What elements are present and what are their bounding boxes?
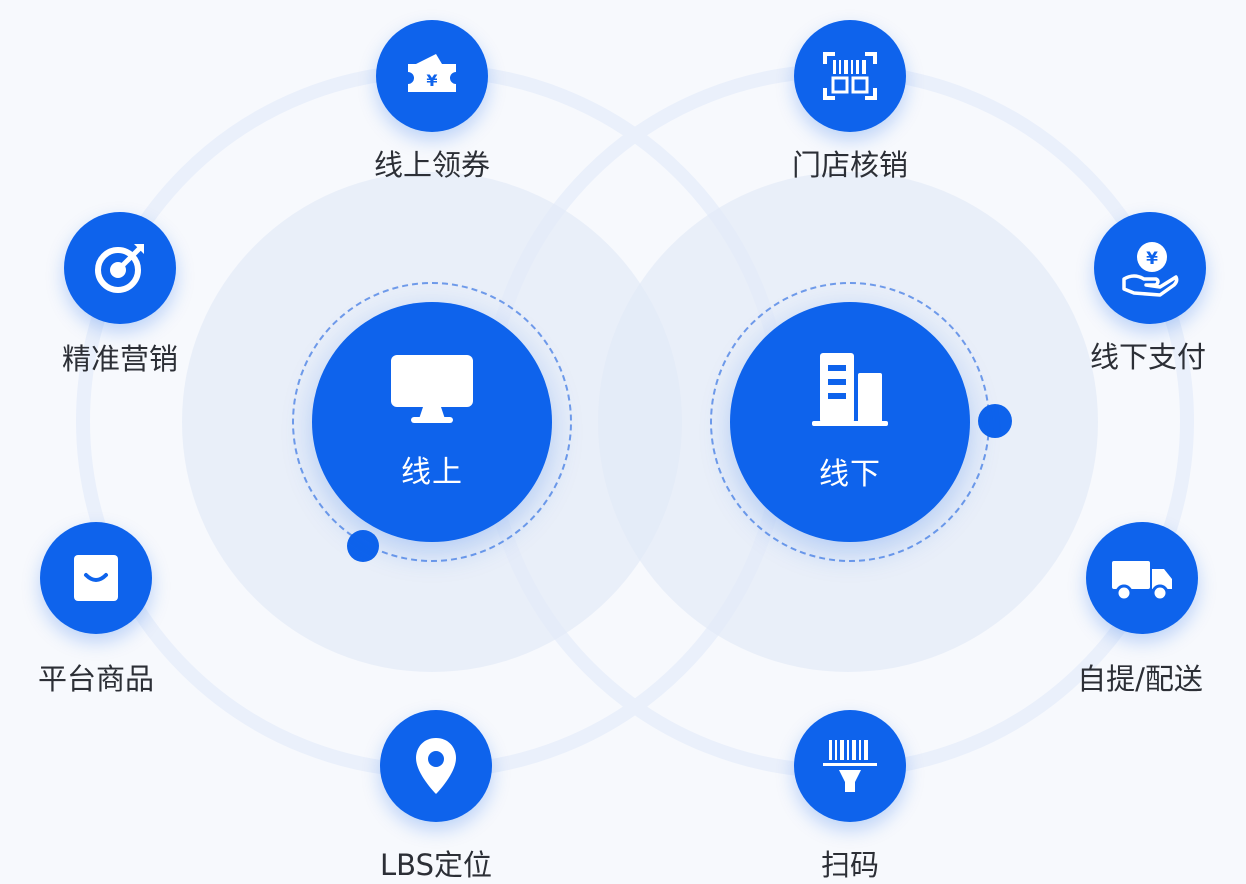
offline-pay-label: 线下支付 bbox=[1089, 340, 1207, 374]
offline-core: 线下 bbox=[730, 302, 970, 542]
shopping-bag-icon bbox=[70, 551, 122, 605]
lbs-label: LBS定位 bbox=[380, 848, 492, 882]
building-icon bbox=[810, 351, 890, 431]
delivery-label: 自提/配送 bbox=[1077, 662, 1203, 696]
products-node bbox=[40, 522, 152, 634]
barcode-scan-icon bbox=[821, 50, 879, 102]
store-verify-label: 门店核销 bbox=[791, 148, 909, 182]
products-label: 平台商品 bbox=[37, 662, 155, 696]
scan-label: 扫码 bbox=[820, 848, 880, 882]
coupon-icon: ¥ bbox=[402, 50, 462, 102]
svg-text:¥: ¥ bbox=[1146, 249, 1158, 269]
svg-text:¥: ¥ bbox=[426, 71, 437, 90]
marketing-node bbox=[64, 212, 176, 324]
online-core-label: 线上 bbox=[401, 455, 463, 490]
store-verify-node bbox=[794, 20, 906, 132]
right-orbit-dot bbox=[978, 404, 1012, 438]
left-orbit-dot bbox=[347, 530, 379, 562]
coupon-label: 线上领券 bbox=[373, 148, 491, 182]
barcode-scanner-icon bbox=[821, 736, 879, 796]
offline-core-label: 线下 bbox=[819, 457, 881, 492]
delivery-truck-icon bbox=[1110, 553, 1174, 603]
target-icon bbox=[92, 240, 148, 296]
left-dashed-orbit bbox=[292, 282, 572, 562]
delivery-node bbox=[1086, 522, 1198, 634]
payment-hand-icon: ¥ bbox=[1120, 239, 1180, 297]
lbs-node bbox=[380, 710, 492, 822]
marketing-label: 精准营销 bbox=[61, 342, 179, 376]
monitor-icon bbox=[389, 353, 475, 429]
scan-node bbox=[794, 710, 906, 822]
location-pin-icon bbox=[412, 736, 460, 796]
offline-pay-node: ¥ bbox=[1094, 212, 1206, 324]
online-core: 线上 bbox=[312, 302, 552, 542]
coupon-node: ¥ bbox=[376, 20, 488, 132]
